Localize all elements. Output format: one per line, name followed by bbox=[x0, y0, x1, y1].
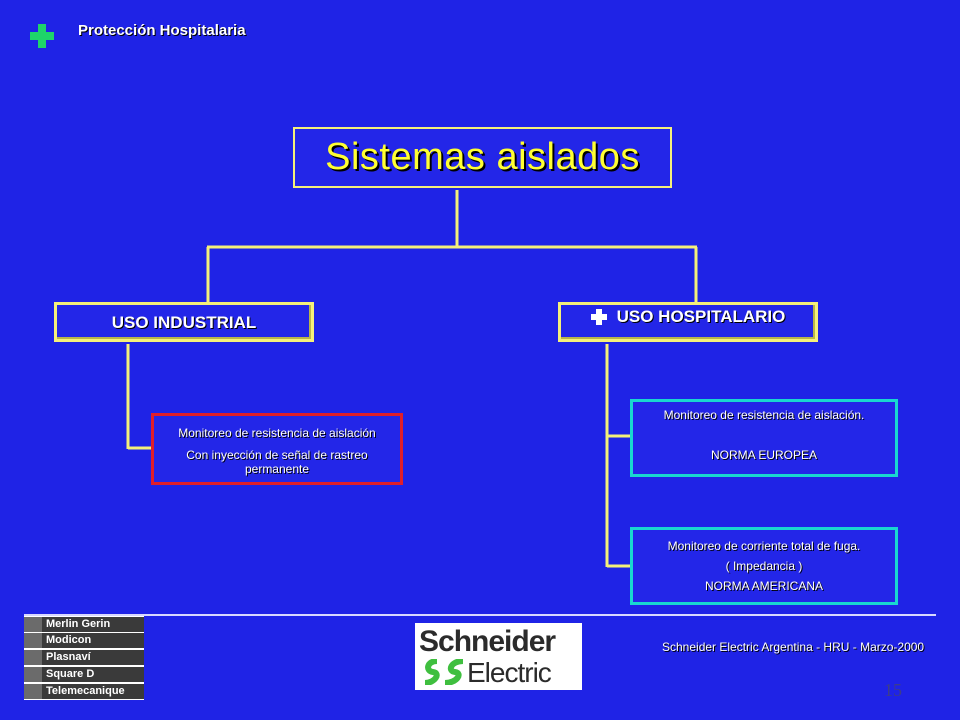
branch-industrial-label: USO INDUSTRIAL bbox=[111, 313, 257, 332]
brand-item: Plasnaví bbox=[24, 650, 144, 665]
leaf-hospital-american: Monitoreo de corriente total de fuga. ( … bbox=[630, 527, 898, 605]
page-number: 15 bbox=[884, 680, 902, 700]
header-title: Protección Hospitalaria bbox=[78, 22, 246, 39]
branch-industrial: USO INDUSTRIAL bbox=[54, 302, 314, 342]
plus-cross-icon bbox=[30, 24, 54, 48]
brand-list: Merlin Gerin Modicon Plasnaví Square D T… bbox=[24, 616, 144, 700]
root-node: Sistemas aislados bbox=[293, 127, 672, 188]
brand-item: Merlin Gerin bbox=[24, 617, 144, 632]
leaf-line: Monitoreo de corriente total de fuga. bbox=[667, 539, 861, 553]
leaf-line: NORMA AMERICANA bbox=[704, 579, 824, 593]
leaf-hospital-european: Monitoreo de resistencia de aislación. N… bbox=[630, 399, 898, 477]
root-title: Sistemas aislados bbox=[325, 136, 640, 178]
leaf-line: Con inyección de señal de rastreo perman… bbox=[186, 448, 368, 476]
plus-cross-icon bbox=[590, 309, 607, 325]
leaf-industrial-monitoring: Monitoreo de resistencia de aislación Co… bbox=[151, 413, 403, 485]
brand-item: Telemecanique bbox=[24, 684, 144, 699]
schneider-electric-logo: Schneider Electric bbox=[415, 623, 582, 690]
leaf-line: Monitoreo de resistencia de aislación bbox=[178, 426, 376, 440]
schneider-se-mark-icon bbox=[424, 659, 464, 685]
footer-divider bbox=[24, 614, 936, 616]
logo-word-electric: Electric bbox=[467, 657, 552, 688]
footer-credit: Schneider Electric Argentina - HRU - Mar… bbox=[662, 640, 925, 654]
leaf-line: ( Impedancia ) bbox=[725, 559, 803, 573]
brand-item: Modicon bbox=[24, 633, 144, 648]
leaf-line: NORMA EUROPEA bbox=[710, 448, 818, 462]
logo-word-schneider: Schneider bbox=[419, 625, 556, 658]
leaf-line: Monitoreo de resistencia de aislación. bbox=[663, 408, 865, 422]
branch-hospital: USO HOSPITALARIO bbox=[558, 302, 818, 342]
brand-item: Square D bbox=[24, 667, 144, 682]
branch-hospital-label: USO HOSPITALARIO bbox=[616, 307, 786, 326]
